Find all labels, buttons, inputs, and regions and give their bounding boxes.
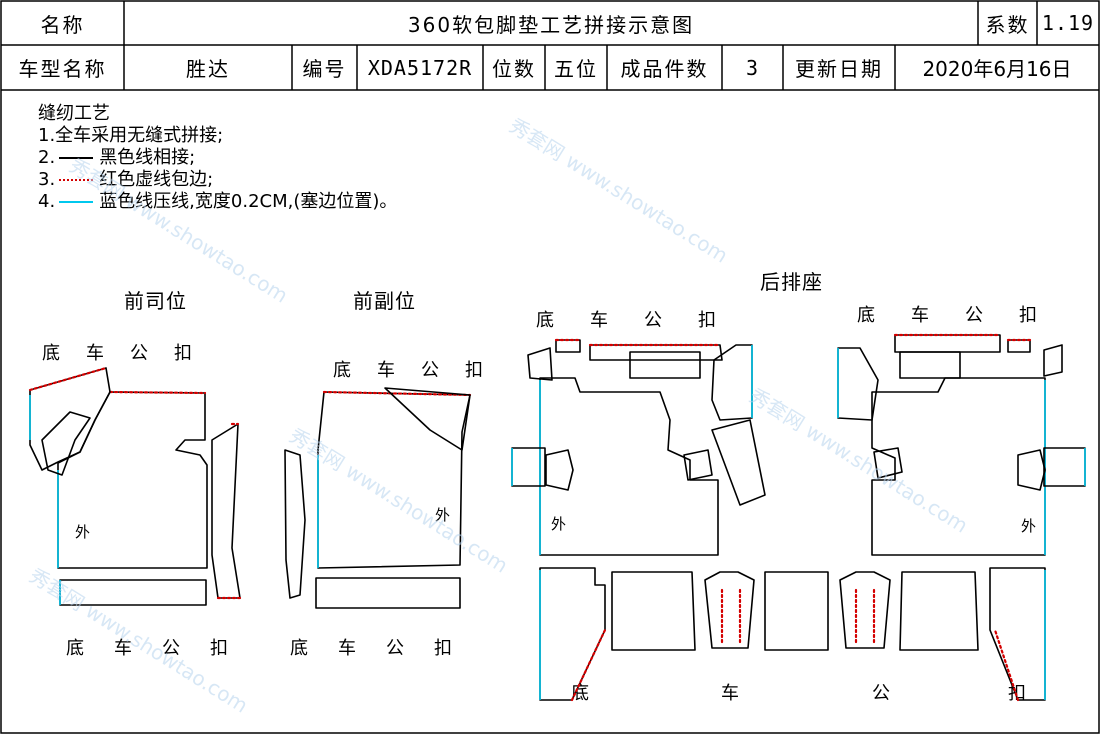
rear-bottom-tunnel-right [839, 571, 891, 649]
rear-bottom-left-binding [570, 628, 607, 702]
rear-right-main-panel [871, 377, 1046, 556]
rear-right-oval-piece [1017, 449, 1046, 491]
rear-bottom-label-1: 底 [571, 683, 589, 704]
date-label: 更新日期 [795, 57, 883, 81]
section-driver: 前司位 [124, 289, 187, 313]
rear-left-main-panel [539, 377, 719, 556]
passenger-corner-piece [384, 387, 471, 451]
passenger-bottom-clip-label: 底车公扣 [290, 638, 482, 659]
note-2-text: 黑色线相接; [99, 147, 196, 168]
rear-bottom-block-2 [764, 571, 829, 651]
rear-bottom-tunnel-left [704, 571, 755, 649]
driver-bottom-strip [59, 579, 207, 606]
rear-bottom-block-3 [899, 571, 979, 651]
outer-mark-rear-left: 外 [551, 515, 567, 533]
note-2-number: 2. [38, 147, 56, 168]
passenger-top-binding [322, 390, 472, 397]
model-label: 车型名称 [18, 57, 107, 81]
rear-right-top-tab [1007, 339, 1031, 353]
rear-bottom-label-2: 车 [721, 683, 739, 704]
count-label: 成品件数 [620, 57, 709, 81]
rear-left-clip-label: 底车公扣 [536, 310, 752, 331]
cyan-line-legend [59, 201, 94, 203]
rear-bottom-left-outer [539, 567, 606, 701]
rear-right-side-block [1043, 447, 1086, 487]
black-line-legend [59, 157, 94, 159]
rear-right-top-bar [894, 334, 1001, 353]
rear-bottom-tunnel-right-binding [854, 588, 876, 647]
red-dotted-line-legend [59, 179, 94, 181]
rear-left-small-oval [683, 449, 713, 481]
passenger-side-strip [284, 449, 306, 599]
rear-left-corner-piece [527, 347, 553, 381]
rear-right-hump-piece [899, 351, 961, 379]
rear-bottom-row-pieces [539, 567, 1046, 702]
outer-mark-passenger: 外 [435, 506, 451, 524]
notes-title: 缝纫工艺 [38, 103, 110, 124]
driver-heel-piece [29, 367, 111, 471]
rear-left-hump-piece [629, 351, 701, 379]
rear-bottom-tunnel-left-binding [720, 588, 742, 647]
rear-bottom-right-outer [989, 567, 1046, 701]
model-value: 胜达 [186, 57, 230, 81]
passenger-top-clip-label: 底车公扣 [333, 360, 509, 381]
count-value: 3 [745, 55, 760, 80]
note-item-4: 4. 蓝色线压线,宽度0.2CM,(塞边位置)。 [38, 191, 397, 213]
passenger-main-panel [317, 391, 471, 569]
section-rear: 后排座 [760, 270, 823, 294]
passenger-mat-pieces [284, 387, 472, 609]
section-passenger: 前副位 [353, 289, 416, 313]
driver-tunnel-binding [216, 422, 242, 600]
passenger-bottom-strip [315, 577, 461, 609]
driver-heel-binding [28, 366, 108, 392]
rear-bottom-label-3: 公 [872, 683, 890, 704]
note-4-text: 蓝色线压线,宽度0.2CM,(塞边位置)。 [99, 191, 398, 212]
driver-main-panel [57, 391, 208, 569]
rear-bottom-block-1 [611, 571, 696, 651]
outer-mark-rear-right: 外 [1021, 517, 1037, 535]
seat-label: 位数 [492, 57, 536, 81]
driver-top-binding [108, 390, 207, 395]
driver-tunnel-strip [211, 423, 241, 599]
rear-left-diagonal-piece [711, 419, 766, 506]
sewing-notes: 缝纫工艺 1.全车采用无缝式拼接; 2. 黑色线相接; 3. 红色虚线包边; 4. 蓝… [38, 103, 397, 213]
rear-bottom-right-binding [993, 628, 1020, 702]
name-label: 名称 [40, 12, 85, 37]
driver-side-piece [41, 411, 91, 476]
page-title: 360软包脚垫工艺拼接示意图 [407, 12, 695, 37]
date-value: 2020年6月16日 [922, 57, 1072, 81]
driver-mat-pieces [28, 366, 242, 606]
outer-mark-driver: 外 [75, 523, 91, 541]
rear-right-pieces [837, 333, 1086, 556]
code-value: XDA5172R [367, 55, 473, 80]
note-4-number: 4. [38, 191, 56, 212]
coefficient-label: 系数 [985, 12, 1030, 37]
note-item-1: 1.全车采用无缝式拼接; [38, 125, 224, 146]
coefficient-value: 1.19 [1041, 11, 1095, 35]
driver-top-clip-label: 底车公扣 [42, 343, 218, 364]
rear-left-oval-piece [545, 449, 574, 491]
rear-right-corner-piece [1043, 344, 1063, 377]
note-3-number: 3. [38, 169, 56, 190]
note-item-2: 2. 黑色线相接; [38, 147, 397, 169]
code-label: 编号 [302, 57, 347, 81]
note-3-text: 红色虚线包边; [99, 169, 214, 190]
note-item-3: 3. 红色虚线包边; [38, 169, 397, 191]
driver-bottom-clip-label: 底车公扣 [66, 638, 258, 659]
rear-left-top-tab [555, 339, 581, 353]
rear-right-small-oval [873, 447, 903, 479]
rear-right-clip-label: 底车公扣 [857, 305, 1073, 326]
seat-value: 五位 [554, 57, 598, 81]
rear-left-pieces [511, 338, 766, 556]
rear-left-side-cut [711, 344, 753, 421]
